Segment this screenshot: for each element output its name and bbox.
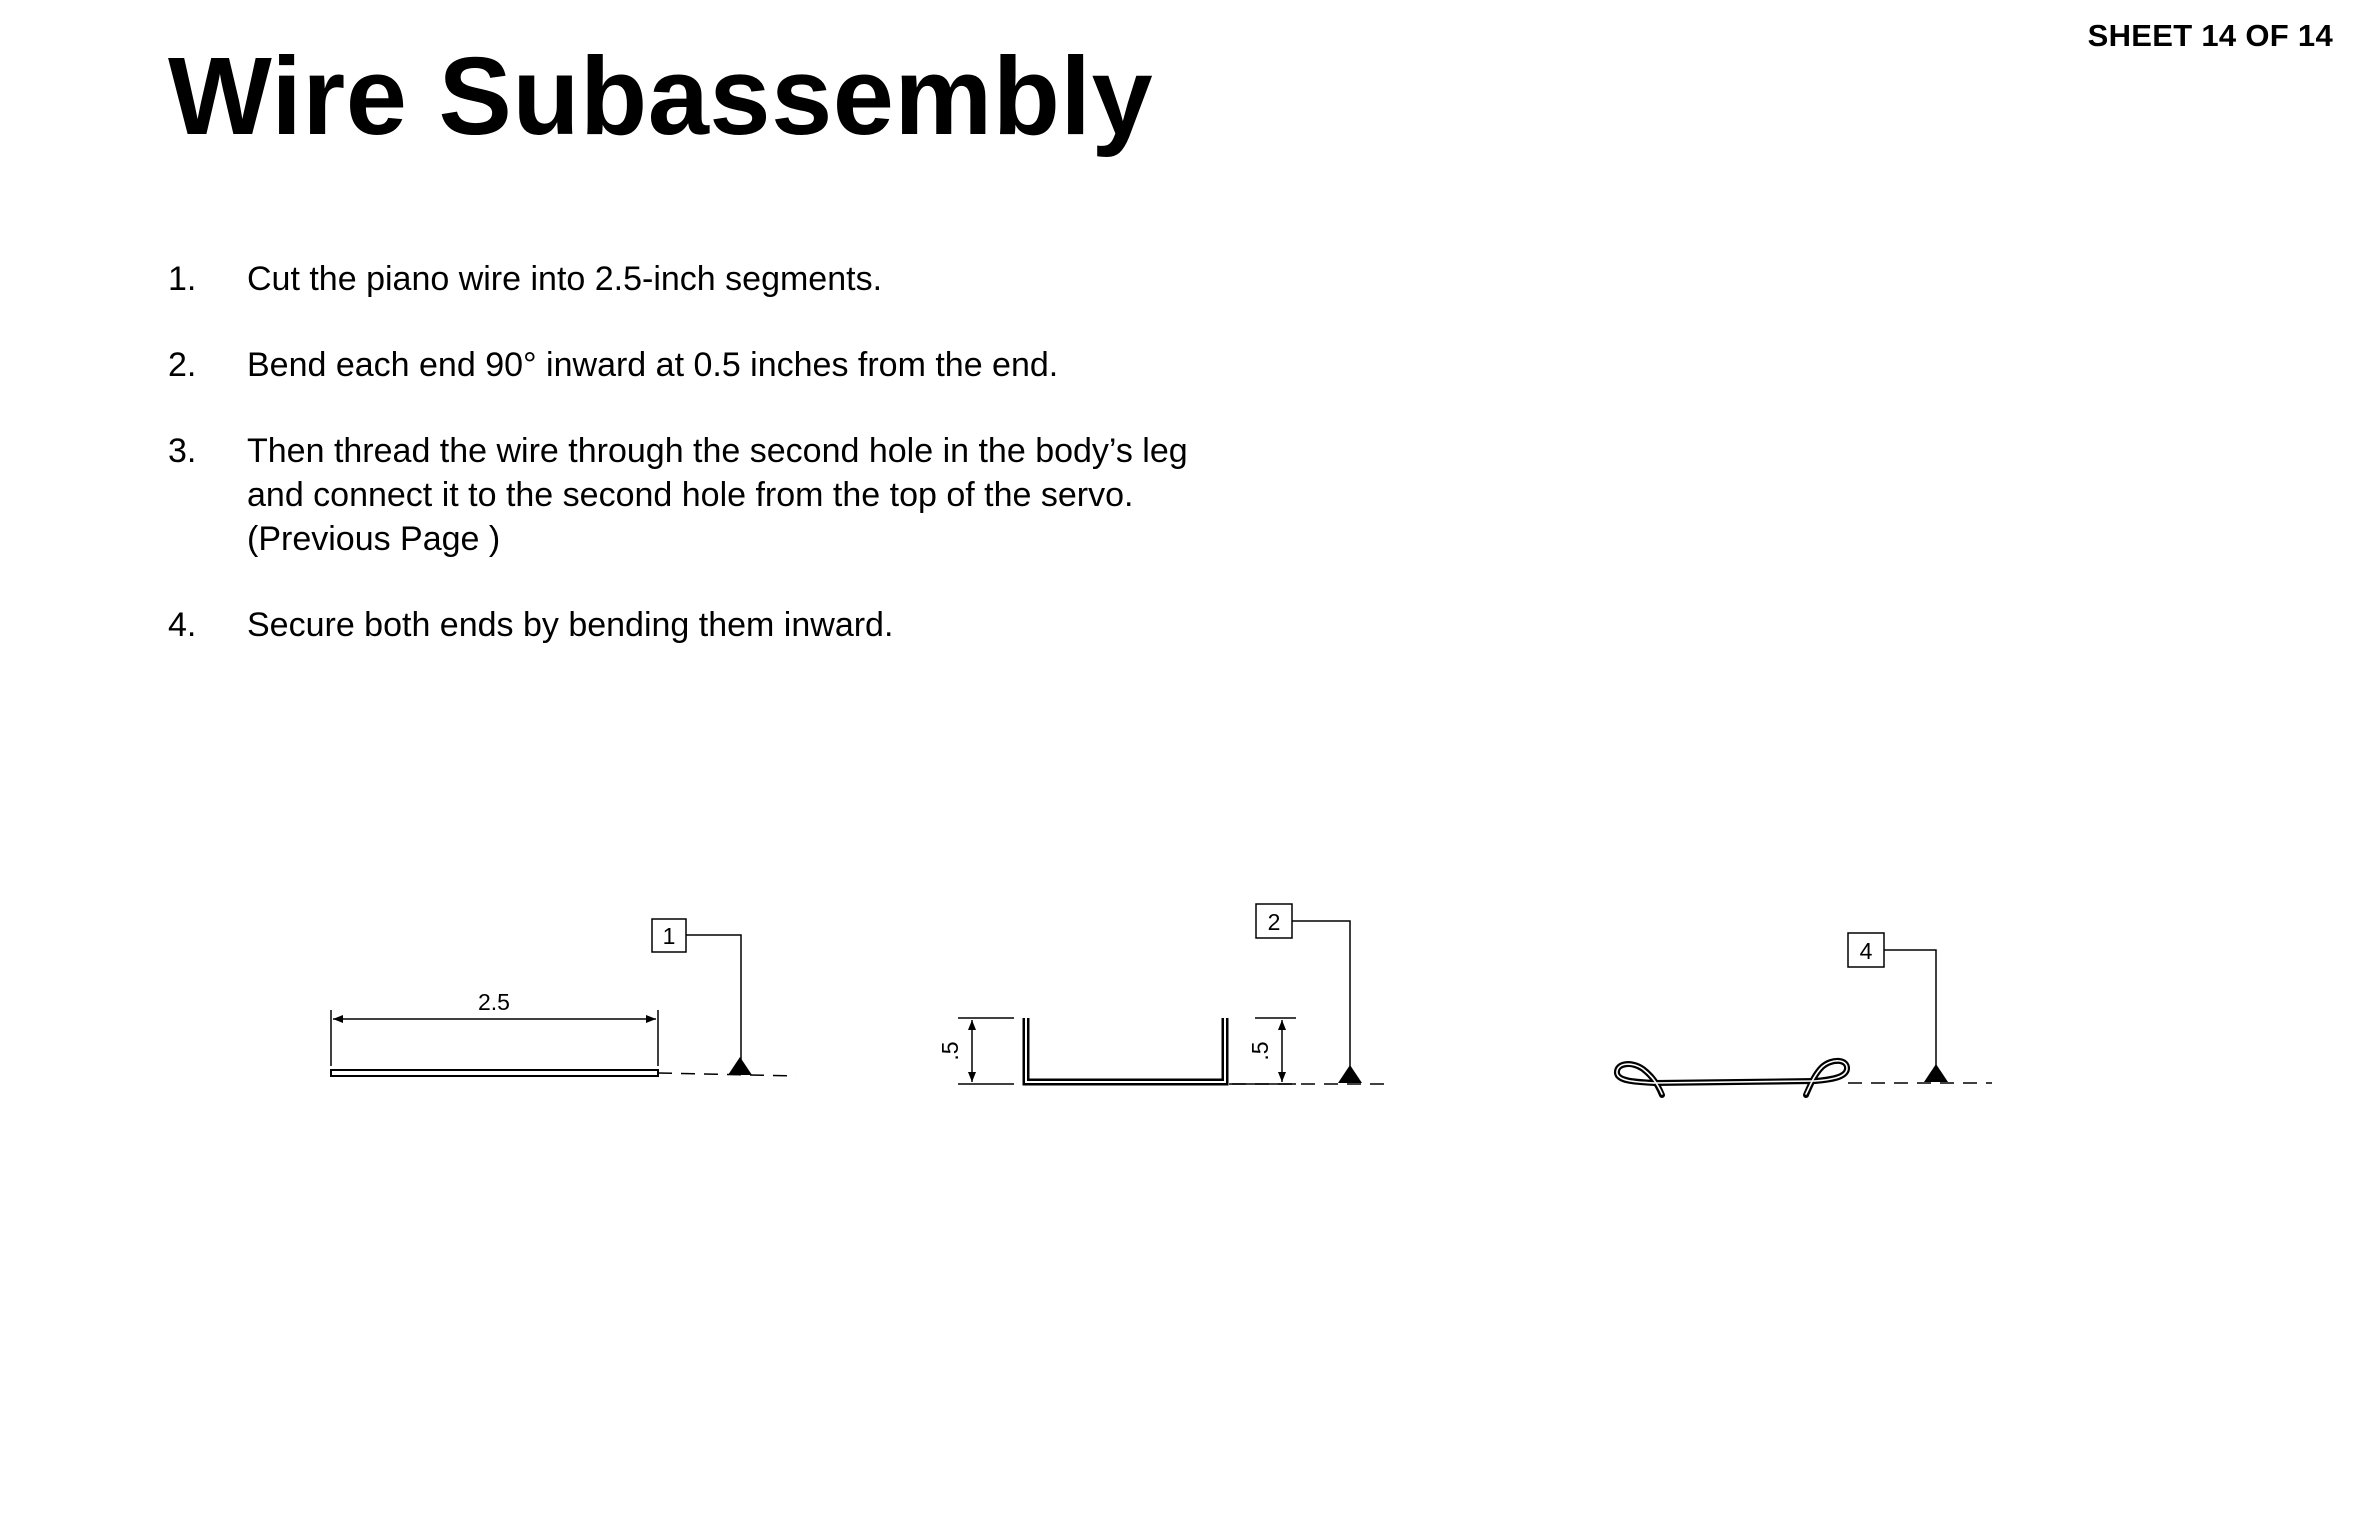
instruction-step: 1. Cut the piano wire into 2.5-inch segm… [168,257,1368,301]
bent-wire [1022,1018,1229,1086]
step-text: Then thread the wire through the second … [247,432,1188,558]
leader-line [1292,920,1351,1068]
page-title: Wire Subassembly [168,35,1154,158]
callout-box [1847,932,1885,968]
callout-box [651,918,687,953]
step-number: 2. [168,346,197,384]
instruction-list: 1. Cut the piano wire into 2.5-inch segm… [168,257,1368,689]
callout-number: 4 [1860,938,1873,964]
instruction-step: 4. Secure both ends by bending them inwa… [168,603,1368,647]
weld-symbol [1338,1065,1362,1083]
step-text: Bend each end 90° inward at 0.5 inches f… [247,346,1059,384]
step-number: 3. [168,432,197,470]
callout-box [1255,903,1293,939]
step-text: Secure both ends by bending them inward. [247,606,894,644]
step-number: 1. [168,260,197,298]
instruction-step: 2. Bend each end 90° inward at 0.5 inche… [168,343,1368,387]
secured-wire-figure: 4 [1614,932,1992,1098]
surface-line [657,1072,797,1077]
straight-wire [330,1069,659,1077]
weld-symbol [728,1057,752,1075]
length-dimension: 2.5 [478,989,510,1015]
weld-symbol [1924,1064,1948,1082]
left-height-dimension: .5 [937,1041,963,1060]
step-number: 4. [168,606,197,644]
callout-number: 2 [1268,909,1281,935]
secured-wire-inner [1616,1060,1848,1095]
instruction-step: 3. Then thread the wire through the seco… [168,429,1368,561]
bent-wire-inner [1025,1018,1226,1083]
step-text: Cut the piano wire into 2.5-inch segment… [247,260,883,298]
bent-wire-figure: .5 .5 2 [937,903,1392,1086]
callout-number: 1 [663,923,676,949]
leader-line [1884,949,1937,1068]
right-height-dimension: .5 [1247,1041,1273,1060]
leader-line [686,934,742,1060]
sheet-number: SHEET 14 OF 14 [2087,18,2333,53]
straight-wire-figure: 2.5 1 [330,918,797,1077]
